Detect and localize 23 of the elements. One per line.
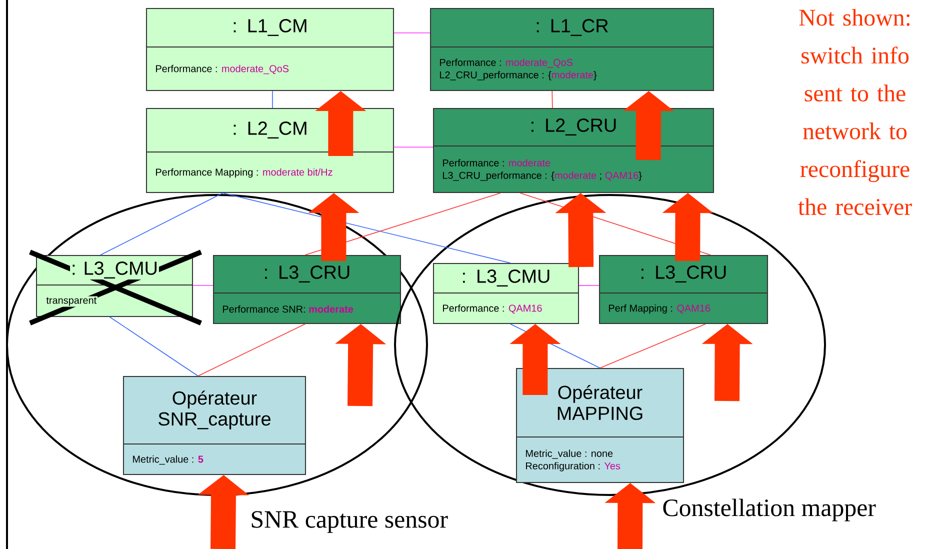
ellipse — [394, 194, 826, 496]
class-box: : L1_CM Performance : moderate_QoS — [146, 8, 394, 91]
class-box: Opérateur SNR_capture Metric_value : 5 — [122, 376, 306, 475]
connector-line — [578, 284, 600, 286]
note-text: Not shown: switch info sent to the network to reconfigure the receiver — [798, 8, 912, 216]
class-box: : L3_CRU Perf Mapping : QAM16 — [598, 255, 768, 324]
caption: SNR capture sensor — [252, 511, 448, 533]
connector-line — [394, 146, 434, 148]
connector-line — [198, 324, 306, 376]
connector-line — [222, 192, 511, 264]
connector-line — [552, 90, 553, 108]
connector-line — [109, 316, 198, 376]
class-box: : L2_CRU Performance : moderate L3_CRU_performance : {moderate ; QAM16} — [432, 108, 714, 193]
class-box: : L1_CR Performance : moderate_QoS L2_CRU_performance : {moderate} — [430, 8, 714, 91]
caption: Constellation mapper — [663, 498, 876, 522]
connector-line — [272, 90, 273, 108]
connector-line — [100, 192, 224, 256]
connector-line — [600, 324, 706, 368]
ellipse — [6, 194, 428, 496]
connector-line — [192, 284, 214, 286]
class-box: : L3_CMU Performance : QAM16 — [432, 263, 580, 324]
connector-line — [394, 32, 430, 34]
class-box: : L2_CM Performance Mapping : moderate bit/Hz — [146, 108, 394, 193]
